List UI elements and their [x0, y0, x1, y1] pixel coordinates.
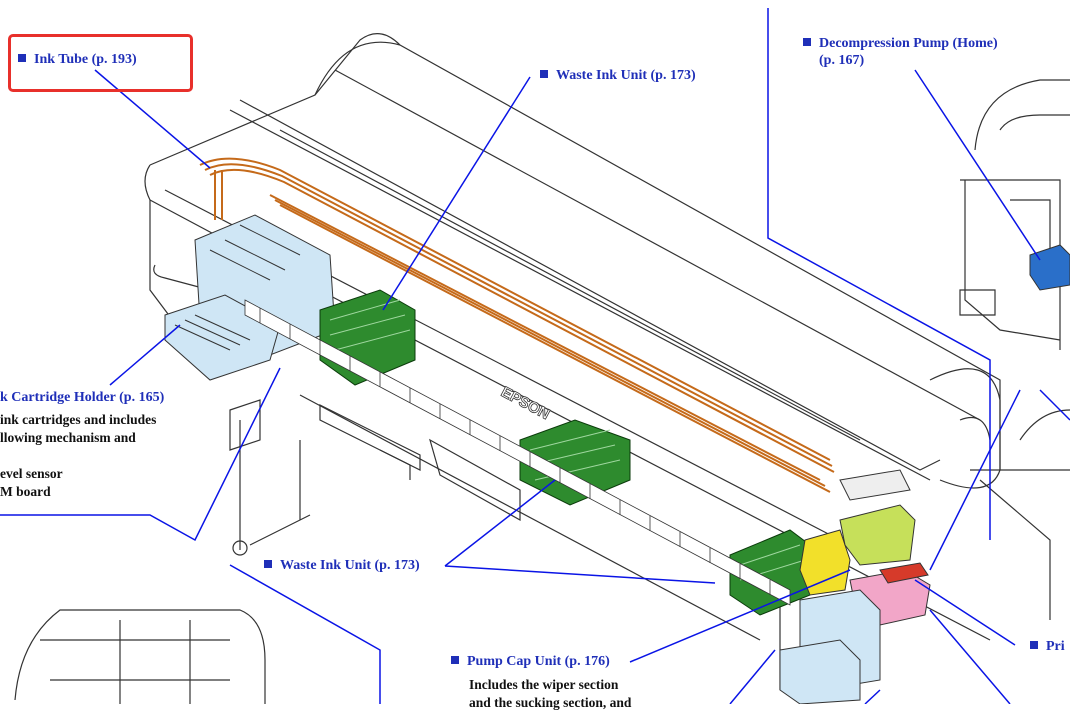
leader-pump-cap [629, 569, 851, 663]
bullet-square-icon [264, 560, 272, 568]
leader-cartridge-holder [109, 324, 181, 386]
brand-logo: EPSON [498, 384, 552, 424]
label-ink-tube-text: Ink Tube (p. 193) [34, 52, 137, 67]
label-ink-tube[interactable]: Ink Tube (p. 193) [18, 51, 137, 68]
cartridge-desc-line: llowing mechanism and [0, 430, 136, 445]
label-pump-cap-unit[interactable]: Pump Cap Unit (p. 176) [451, 653, 610, 670]
bullet-square-icon [18, 54, 26, 62]
label-decompression-text-1: Decompression Pump (Home) [819, 36, 998, 51]
label-cartridge-holder-text: k Cartridge Holder (p. 165) [0, 390, 165, 405]
leader-misc-3 [929, 609, 1011, 704]
label-cartridge-holder[interactable]: k Cartridge Holder (p. 165) [0, 389, 164, 406]
leader-misc-1 [929, 389, 1021, 571]
leader-waste-ink-top [382, 76, 531, 311]
pump-cap-desc-line: and the sucking section, and [469, 695, 632, 710]
pump-cap-unit [779, 244, 1070, 704]
waste-ink-unit-middle [519, 419, 631, 506]
leader-cartridge-frame [0, 367, 281, 542]
label-printhead-partial[interactable]: Pri [1030, 638, 1065, 655]
cartridge-desc-line: ink cartridges and includes [0, 412, 157, 427]
carriage-rail [244, 299, 791, 606]
leader-misc-4 [729, 649, 776, 704]
leader-misc-5 [864, 689, 881, 704]
label-decompression-pump[interactable]: Decompression Pump (Home) (p. 167) [803, 35, 998, 69]
bullet-square-icon [1030, 641, 1038, 649]
leader-waste-ink-bottom-2 [444, 565, 716, 584]
ink-tube [199, 157, 835, 493]
leader-waste-ink-bottom-1 [444, 479, 556, 567]
cartridge-desc-line: evel sensor [0, 466, 63, 481]
bullet-square-icon [540, 70, 548, 78]
label-waste-ink-bottom-text: Waste Ink Unit (p. 173) [280, 558, 420, 573]
leader-pump-frame [229, 564, 381, 704]
pump-cap-description: Includes the wiper section and the sucki… [469, 676, 631, 712]
pump-cap-desc-line: Includes the wiper section [469, 677, 619, 692]
leader-lines [0, 8, 1070, 704]
label-waste-ink-top-text: Waste Ink Unit (p. 173) [556, 68, 696, 83]
leader-printhead [914, 579, 1016, 646]
label-printhead-text: Pri [1046, 639, 1065, 654]
leader-decompression-frame [767, 8, 991, 540]
bullet-square-icon [803, 38, 811, 46]
label-waste-ink-top[interactable]: Waste Ink Unit (p. 173) [540, 67, 696, 84]
bullet-square-icon [451, 656, 459, 664]
cartridge-desc-line: M board [0, 484, 51, 499]
label-waste-ink-bottom[interactable]: Waste Ink Unit (p. 173) [264, 557, 420, 574]
cartridge-desc-line [0, 447, 156, 465]
label-pump-cap-text: Pump Cap Unit (p. 176) [467, 654, 610, 669]
leader-misc-2 [1039, 389, 1070, 421]
cartridge-holder [164, 214, 336, 381]
label-decompression-text-2: (p. 167) [819, 53, 865, 68]
leader-ink-tube [94, 69, 211, 169]
leader-decompression [914, 69, 1041, 261]
cartridge-holder-description: ink cartridges and includes llowing mech… [0, 411, 156, 501]
ink-tube-highlight-box [8, 34, 193, 92]
